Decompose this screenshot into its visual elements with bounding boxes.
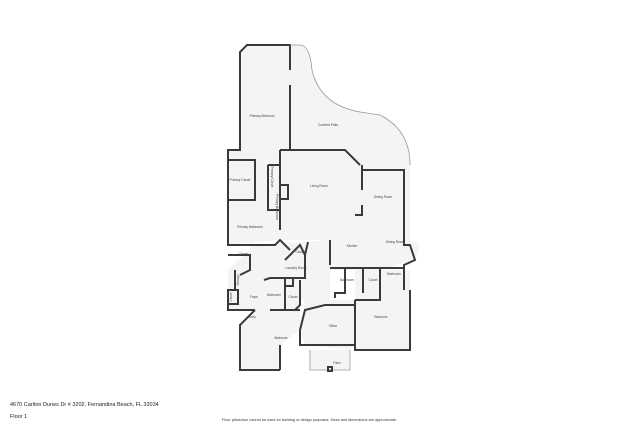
label-closet-3: Closet xyxy=(288,295,297,299)
disclaimer: Floor plans/tour cannot be used for buil… xyxy=(222,418,397,422)
label-entry: Entry xyxy=(248,315,256,319)
label-laundry-room: Laundry Room xyxy=(286,266,307,270)
label-primary-linen: Primary Bathroom xyxy=(275,194,279,220)
label-covered-patio: Covered Patio xyxy=(318,123,338,127)
label-closet-1: Closet xyxy=(238,252,247,256)
label-primary-bathroom: Primary Bathroom xyxy=(237,225,263,229)
label-office: Office xyxy=(329,324,337,328)
label-kitchen: Kitchen xyxy=(347,244,358,248)
label-storage: Storage xyxy=(236,274,240,285)
label-closet-2: Closet xyxy=(295,250,304,254)
label-bathroom-3: Bathroom xyxy=(387,272,401,276)
label-closet-4: Closet xyxy=(229,292,233,301)
room-fills xyxy=(228,45,420,370)
room-labels: Primary Bedroom Covered Patio Primary Cl… xyxy=(229,114,405,365)
label-bathroom-2: Bathroom xyxy=(340,278,354,282)
label-bathroom-1: Bathroom xyxy=(267,293,281,297)
label-dining-room: Dining Room xyxy=(374,195,393,199)
label-foyer: Foyer xyxy=(250,295,259,299)
label-bedroom-2: Bedroom xyxy=(375,315,388,319)
label-living-room: Living Room xyxy=(310,184,328,188)
label-primary-bedroom: Primary Bedroom xyxy=(250,114,275,118)
walls xyxy=(227,44,417,372)
label-patio: Patio xyxy=(333,361,340,365)
label-closet-5: Closet xyxy=(368,278,377,282)
label-bedroom-1: Bedroom xyxy=(275,336,288,340)
label-dining-nook: Dining Room xyxy=(386,240,405,244)
label-primary-water-closet: Primary Closet xyxy=(270,167,274,188)
property-address: 4670 Carlton Dunes Dr # 3202, Fernandina… xyxy=(10,402,159,408)
label-primary-closet: Primary Closet xyxy=(230,178,251,182)
floor-label: Floor 1 xyxy=(10,414,28,420)
